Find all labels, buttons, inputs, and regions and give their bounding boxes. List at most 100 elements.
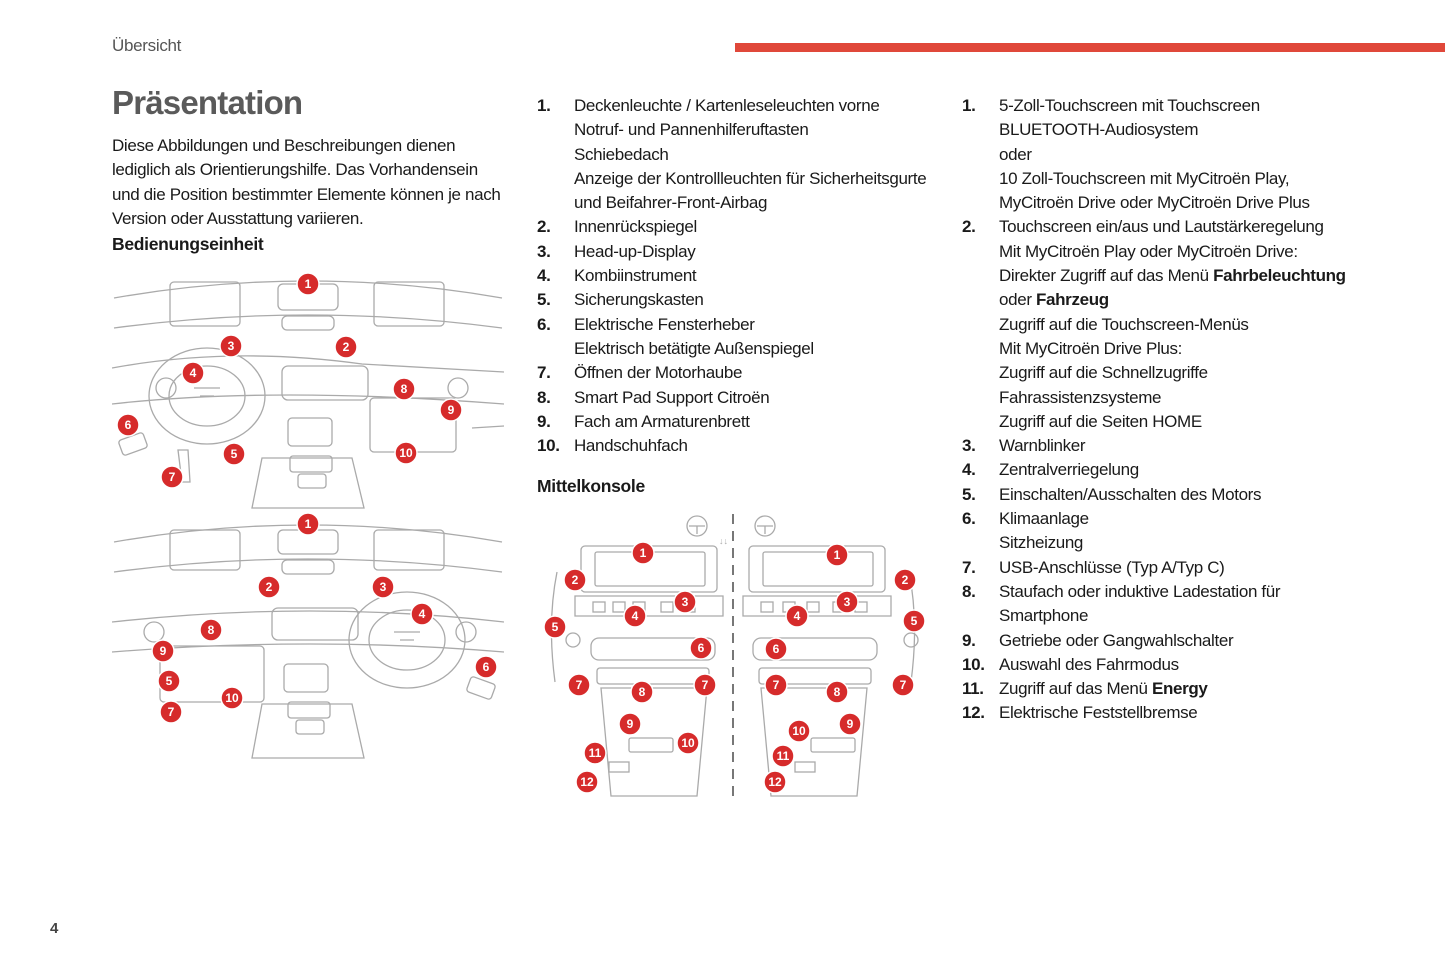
svg-text:11: 11 [777,749,790,763]
badge-2: 2 [257,575,281,599]
item-text-segment: Mit MyCitroën Play oder MyCitroën Drive: [999,241,1298,261]
item-text: BLUETOOTH-Audiosystem [999,118,1412,142]
intro-line: und die Position bestimmter Elemente kön… [112,184,501,204]
item-text: Fahrassistenzsysteme [999,386,1412,410]
svg-text:7: 7 [168,705,175,719]
item-text: Touchscreen ein/aus und Lautstärkeregelu… [999,215,1412,239]
item-text: Klimaanlage [999,507,1412,531]
intro-column: Präsentation Diese Abbildungen und Besch… [112,84,512,254]
intro-paragraph: Diese Abbildungen und Beschreibungen die… [112,134,512,231]
badge-8: 8 [630,680,654,704]
item-number: 11. [962,679,984,699]
page-title: Präsentation [112,84,303,121]
list-item: 11. Zugriff auf das Menü Energy [962,677,1412,701]
intro-line: Diese Abbildungen und Beschreibungen die… [112,136,456,155]
item-text: Elektrische Feststellbremse [999,701,1412,725]
center-console-figure: ↓↓ 1 2 3 4 5 6 7 7 8 9 10 [537,512,929,798]
svg-text:7: 7 [169,470,176,484]
badge-4: 4 [785,604,809,628]
svg-text:1: 1 [305,517,312,531]
header-accent-bar [735,43,1445,52]
svg-text:1: 1 [834,548,841,562]
svg-text:3: 3 [380,580,387,594]
badge-10: 10 [787,719,811,743]
list-item: 6. Elektrische Fensterheber Elektrisch b… [537,313,937,362]
item-text-segment: Zugriff auf das Menü [999,679,1152,699]
item-text: oder Fahrzeug [999,288,1412,312]
item-number: 7. [537,363,551,383]
item-text: Zugriff auf die Touchscreen-Menüs [999,313,1412,337]
svg-text:5: 5 [552,620,559,634]
item-text-segment: Klimaanlage [999,509,1089,529]
item-text: Sicherungskasten [574,290,704,310]
item-number: 7. [962,557,976,577]
item-text: Zentralverriegelung [999,458,1412,482]
svg-text:2: 2 [343,340,350,354]
item-number: 5. [962,484,976,504]
badge-2: 2 [563,568,587,592]
item-text-segment: Direkter Zugriff auf das Menü [999,266,1214,286]
item-text: Mit MyCitroën Drive Plus: [999,337,1412,361]
badge-1: 1 [631,541,655,565]
intro-line: Version oder Ausstattung variieren. [112,208,364,228]
item-number: 8. [962,581,976,601]
badge-6: 6 [474,655,498,679]
item-text: Innenrückspiegel [574,217,697,237]
item-number: 1. [537,96,551,115]
item-text: Einschalten/Ausschalten des Motors [999,483,1412,507]
badge-4: 4 [623,604,647,628]
list-item: 3. Head-up-Display [537,240,937,264]
badge-5: 5 [543,615,567,639]
item-text: Handschuhfach [574,436,688,456]
item-text-segment: USB-Anschlüsse (Typ A/Typ C) [999,557,1225,577]
badge-7: 7 [891,673,915,697]
badge-8: 8 [392,377,416,401]
svg-text:4: 4 [632,609,639,623]
item-text-segment: oder [999,290,1036,310]
item-number: 6. [962,509,976,529]
svg-text:6: 6 [125,418,132,432]
badge-6: 6 [116,413,140,437]
list-item: 4.Zentralverriegelung [962,458,1412,482]
badge-2: 2 [893,568,917,592]
svg-text:5: 5 [911,614,918,628]
svg-text:8: 8 [639,685,646,699]
item-text: 10 Zoll-Touchscreen mit MyCitroën Play, [999,167,1412,191]
list-item: 2.Touchscreen ein/aus und Lautstärkerege… [962,215,1412,434]
badge-6: 6 [689,636,713,660]
svg-text:8: 8 [208,623,215,637]
item-text-segment: Smartphone [999,606,1089,626]
svg-text:8: 8 [834,685,841,699]
item-text-segment: 5-Zoll-Touchscreen mit Touchscreen [999,96,1260,115]
item-number: 9. [962,630,976,650]
badge-1: 1 [825,543,849,567]
list-item: 10. Handschuhfach [537,434,937,458]
svg-text:9: 9 [627,717,634,731]
badge-6: 6 [764,637,788,661]
svg-text:11: 11 [589,746,602,760]
badge-8: 8 [199,618,223,642]
item-text: USB-Anschlüsse (Typ A/Typ C) [999,556,1412,580]
list-item: 12.Elektrische Feststellbremse [962,701,1412,725]
item-text-bold: Energy [1151,679,1208,699]
item-text: Smartphone [999,604,1412,628]
item-text: oder [999,143,1412,167]
svg-text:2: 2 [266,580,273,594]
item-text-segment: Zugriff auf die Schnellzugriffe [999,363,1208,383]
badge-3: 3 [835,590,859,614]
svg-text:2: 2 [572,573,579,587]
badge-12: 12 [763,770,787,794]
list-item: 1. Deckenleuchte / Kartenleseleuchten vo… [537,94,937,215]
item-text: Öffnen der Motorhaube [574,363,743,383]
item-text: Auswahl des Fahrmodus [999,653,1412,677]
item-text-segment: Fahrassistenzsysteme [999,387,1162,407]
item-text-segment: Touchscreen ein/aus und Lautstärkeregelu… [999,217,1324,237]
item-number: 6. [537,314,551,334]
item-text-segment: Sitzheizung [999,533,1084,553]
item-number: 1. [962,96,976,115]
item-text: Elektrische Fensterheber [574,314,755,334]
list-item: 5. Sicherungskasten [537,288,937,312]
bedienungseinheit-list: 1. Deckenleuchte / Kartenleseleuchten vo… [537,94,937,458]
item-text: Notruf- und Pannenhilferuftasten [574,120,809,140]
